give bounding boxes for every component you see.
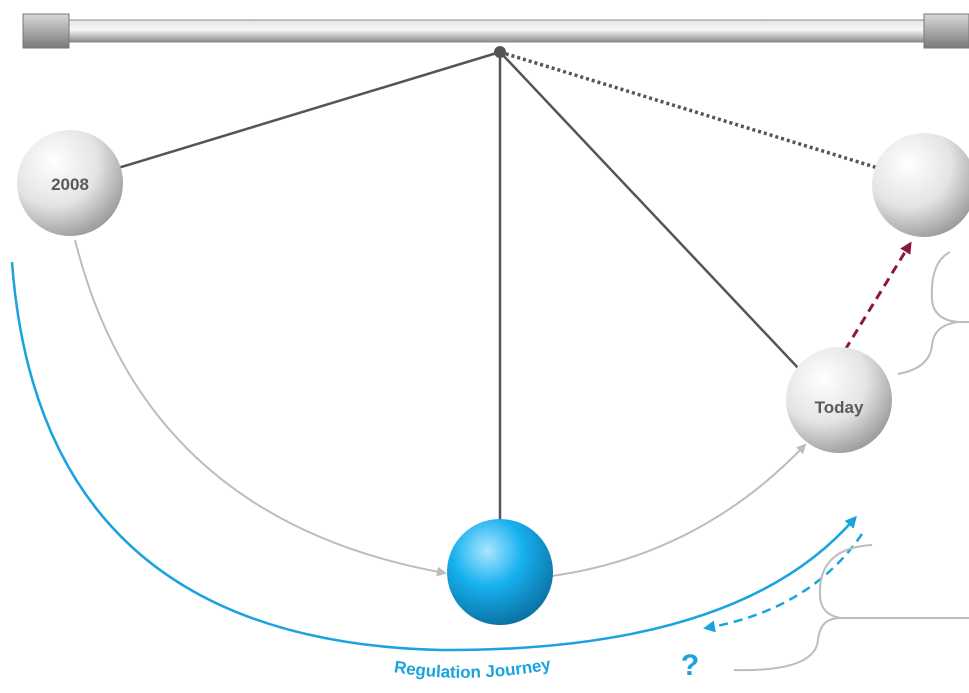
brace-bottom <box>733 544 873 672</box>
string-2008 <box>117 50 501 170</box>
question-mark: ? <box>681 649 699 682</box>
support-bar <box>22 13 969 49</box>
swing-path-left <box>74 239 447 577</box>
string-today <box>499 51 801 371</box>
ball-2008-label: 2008 <box>51 175 89 194</box>
ball-2008: 2008 <box>17 130 123 236</box>
ball-today: Today <box>786 347 892 453</box>
brace-today <box>897 251 959 375</box>
string-future-dotted <box>499 50 879 170</box>
regulation-journey-text: Regulation Journey <box>393 654 553 681</box>
ball-center <box>447 519 553 625</box>
return-arrow-dashed <box>703 533 864 633</box>
regulation-journey-arc <box>10 261 857 652</box>
regulation-journey-label: Regulation Journey <box>393 654 553 681</box>
ball-future <box>872 133 969 237</box>
bar-cap-right <box>923 13 969 49</box>
ball-today-label: Today <box>815 398 864 417</box>
bar-cap-left <box>22 13 70 49</box>
swing-path-right <box>551 443 807 577</box>
pivot-point <box>494 46 506 58</box>
future-arrow <box>843 241 912 351</box>
